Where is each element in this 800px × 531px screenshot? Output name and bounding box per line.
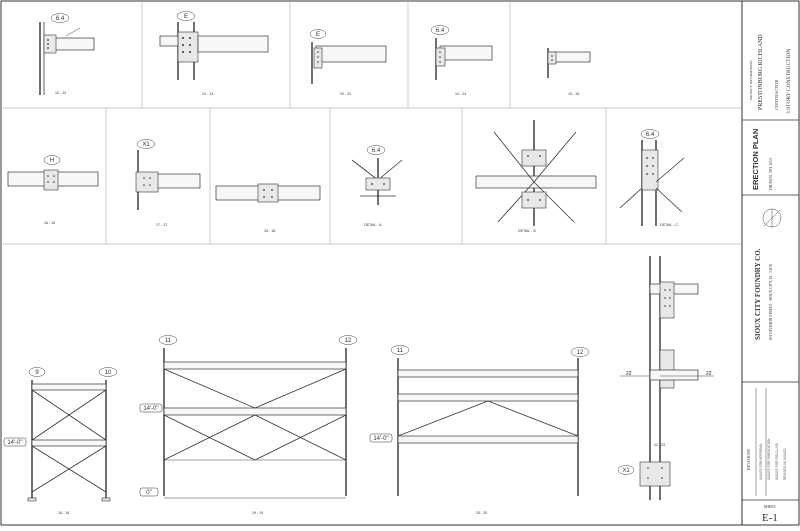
grid-bubble-left: 11 (165, 338, 172, 344)
detail-caption: 18 - 18 (264, 229, 275, 233)
detail-bubble: 6.4 (646, 132, 655, 138)
grid-bubble-right: 10 (105, 370, 112, 376)
detail-a: 6.4 DETAIL - A (351, 145, 403, 227)
elevation-caption: 20 - 20 (476, 511, 487, 515)
drawn-by: DRAWN: TPL 6/13 (768, 158, 773, 190)
detail-bubble: H (50, 158, 54, 164)
grid-bubble-left: 11 (397, 348, 404, 354)
detail-17-17: X1 17 - 17 (135, 139, 201, 227)
revision-row: REVISED AS ISSUED (783, 448, 787, 480)
detail-caption: DETAIL - A (364, 223, 382, 227)
contractor-line: 3 STORY CONSTRUCTION (786, 49, 792, 114)
detail-12-12: 6.4 12 - 12 (39, 13, 95, 95)
title-block: PROJECT INFORMATION PRESTONBURG RICHLAND… (742, 34, 799, 524)
detail-18-18: 18 - 18 (215, 183, 321, 233)
section-mark-left: 22 (626, 371, 632, 377)
grid-bubble-right: 12 (345, 338, 352, 344)
level-marker: 14'-0" (7, 440, 22, 446)
grid-bubble-right: 12 (577, 350, 584, 356)
detail-c: 6.4 DETAIL - C (619, 129, 685, 227)
detail-bubble: E (184, 14, 188, 20)
project-name: PRESTONBURG RICHLAND (758, 34, 764, 110)
detail-15-15: 15 - 15 (547, 48, 591, 96)
detail-bubble: 6.4 (436, 28, 445, 34)
elevation-11-12-a: 11 12 14'-0" 0" 19 - 19 (139, 335, 358, 515)
project-label: PROJECT INFORMATION (749, 60, 753, 100)
detail-bubble: E (316, 32, 320, 38)
elevation-caption: 19 - 19 (252, 511, 263, 515)
detail-caption: 17 - 17 (156, 223, 167, 227)
elevation-caption: 18 - 18 (58, 511, 69, 515)
sheet-number: E-1 (762, 512, 778, 524)
revisions-label: REVISIONS (746, 449, 751, 470)
detail-14-14: 6.4 14 - 14 (430, 25, 493, 96)
revision-row: ISSUED FOR FABRICATION (767, 438, 771, 480)
grid-bubble-x1: X1 (622, 468, 630, 474)
detail-b: DETAIL - B (475, 120, 597, 233)
level-marker-base: 0" (146, 490, 151, 496)
detail-caption: 20 - 20 (340, 92, 351, 96)
detail-13-13: E 13 - 13 (159, 11, 269, 96)
grid-bubble-left: 9 (35, 370, 39, 376)
company-name: SIOUX CITY FOUNDRY CO. (754, 248, 762, 340)
elevation-9-10: 9 10 14'-0" 18 - 18 (3, 367, 118, 515)
detail-caption: 14 - 14 (455, 92, 466, 96)
detail-caption: 15 - 15 (568, 92, 579, 96)
detail-16-16: H 16 - 16 (7, 155, 99, 225)
level-marker: 14'-0" (373, 436, 388, 442)
detail-caption: DETAIL - B (518, 229, 536, 233)
detail-bubble: X1 (142, 142, 150, 148)
detail-caption: 13 - 13 (202, 92, 213, 96)
level-marker-top: 14'-0" (143, 406, 158, 412)
sheet-title: ERECTION PLAN (751, 129, 760, 190)
section-caption: 22 - 22 (654, 443, 665, 447)
section-mark-right: 22 (706, 371, 712, 377)
detail-caption: DETAIL - C (660, 223, 678, 227)
detail-caption: 16 - 16 (44, 221, 55, 225)
column-section-22-22: 22 22 X1 22 - 22 (617, 256, 714, 500)
contractor-label: CONTRACTOR (774, 80, 779, 110)
detail-bubble: 6.4 (56, 16, 65, 22)
detail-caption: 12 - 12 (55, 91, 66, 95)
revision-row: ISSUED FOR FIELD USE (775, 443, 779, 480)
revision-row: ISSUED FOR APPROVAL (759, 443, 763, 480)
foundry-logo (762, 208, 782, 228)
revision-table: ISSUED FOR APPROVAL ISSUED FOR FABRICATI… (755, 388, 787, 496)
detail-bubble: 6.4 (372, 148, 381, 154)
detail-20-20-connection: E 20 - 20 (309, 29, 387, 96)
elevation-11-12-b: 11 12 14'-0" 20 - 20 (369, 345, 590, 515)
sheet-label: SHEET (764, 504, 777, 509)
company-address: 801 DIVISION STREET · SIOUX CITY, IA · 5… (769, 263, 774, 340)
